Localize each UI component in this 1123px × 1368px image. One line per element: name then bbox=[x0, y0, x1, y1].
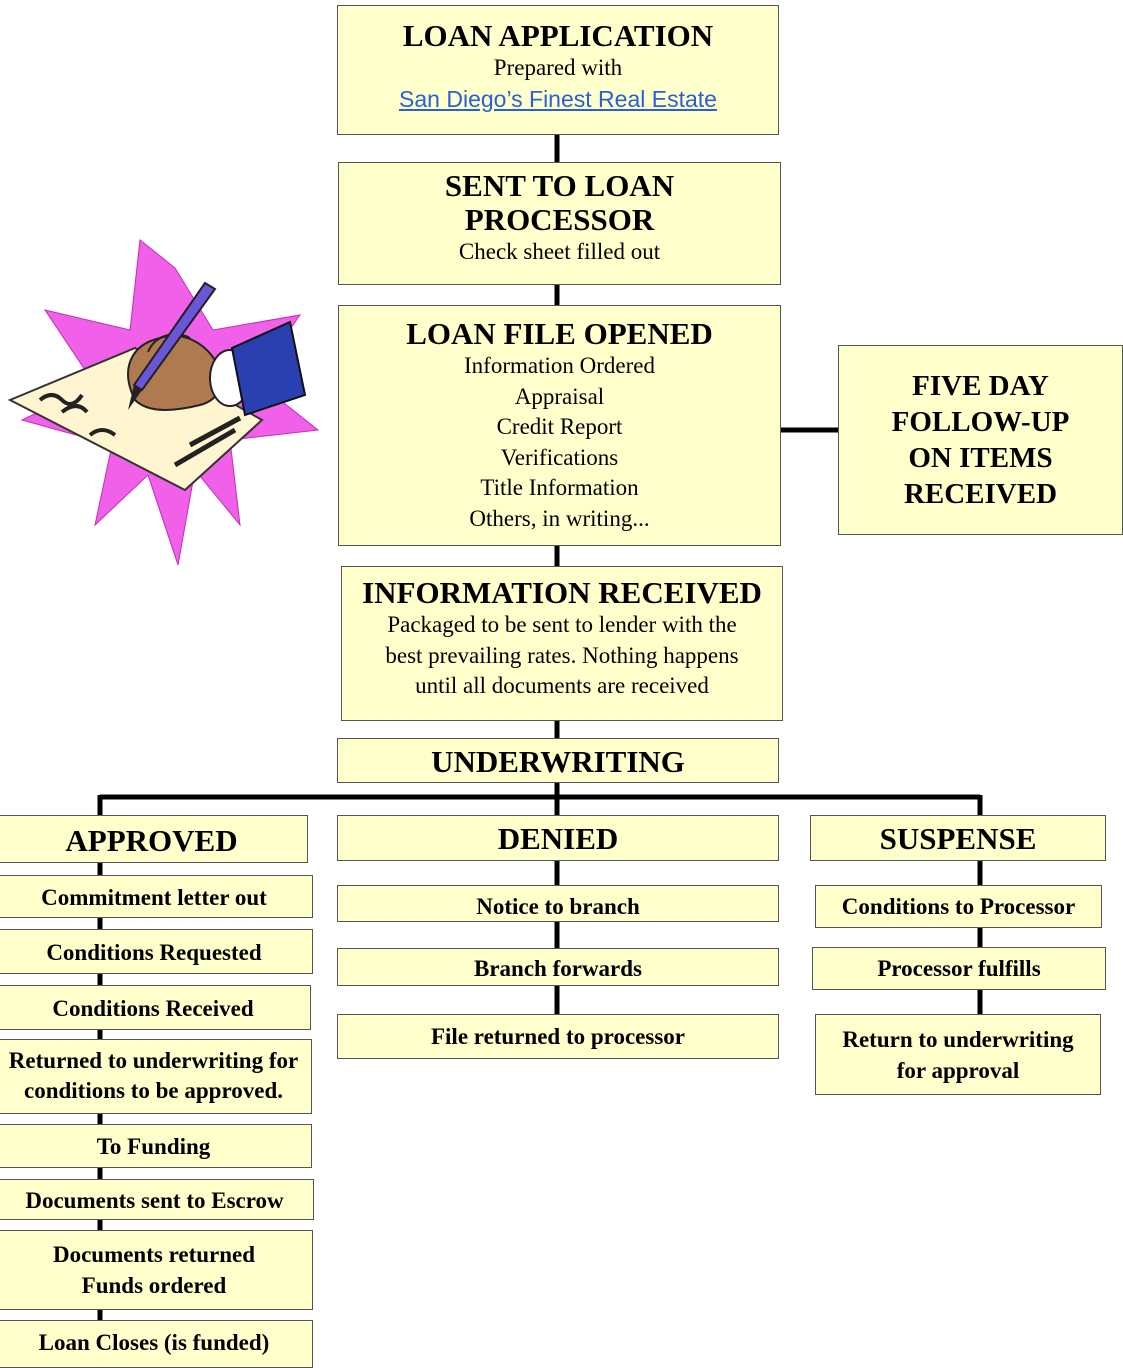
denied-box: DENIED bbox=[337, 815, 779, 861]
suspense-step-box: Processor fulfills bbox=[812, 947, 1106, 990]
underwriting-title: UNDERWRITING bbox=[431, 744, 685, 779]
approved-step-box: Conditions Received bbox=[0, 985, 311, 1030]
sent-to-processor-title-line1: SENT TO LOAN bbox=[444, 168, 675, 203]
suspense-step-box: Conditions to Processor bbox=[815, 885, 1102, 928]
follow-up-box: FIVE DAY FOLLOW-UP ON ITEMS RECEIVED bbox=[838, 345, 1123, 535]
approved-step-box: To Funding bbox=[0, 1124, 312, 1168]
denied-step-label: File returned to processor bbox=[430, 1024, 685, 1049]
approved-step-label: Documents returned bbox=[52, 1242, 256, 1267]
suspense-step-label: Conditions to Processor bbox=[841, 894, 1076, 919]
denied-title: DENIED bbox=[497, 821, 619, 856]
information-received-box: INFORMATION RECEIVED Packaged to be sent… bbox=[341, 566, 783, 721]
approved-step-label: Loan Closes (is funded) bbox=[38, 1330, 270, 1355]
approved-step-box: Commitment letter out bbox=[0, 875, 313, 918]
denied-step-label: Branch forwards bbox=[473, 956, 643, 981]
sent-to-processor-title-line2: PROCESSOR bbox=[464, 202, 655, 237]
approved-step-label: Conditions Received bbox=[52, 996, 254, 1021]
approved-step-box: Loan Closes (is funded) bbox=[0, 1320, 313, 1368]
loan-file-item: Information Ordered bbox=[464, 353, 655, 378]
suspense-step-box: Return to underwriting for approval bbox=[815, 1014, 1101, 1095]
underwriting-box: UNDERWRITING bbox=[337, 738, 779, 783]
follow-up-line: RECEIVED bbox=[903, 478, 1058, 510]
denied-step-box: Notice to branch bbox=[337, 885, 779, 922]
follow-up-line: FOLLOW-UP bbox=[891, 406, 1070, 438]
loan-file-item: Credit Report bbox=[496, 414, 623, 439]
information-received-title: INFORMATION RECEIVED bbox=[362, 575, 762, 610]
approved-step-label: conditions to be approved. bbox=[23, 1078, 283, 1103]
loan-file-opened-box: LOAN FILE OPENED Information Ordered App… bbox=[338, 305, 781, 546]
sent-to-processor-box: SENT TO LOAN PROCESSOR Check sheet fille… bbox=[338, 162, 781, 285]
loan-file-opened-title: LOAN FILE OPENED bbox=[406, 316, 713, 351]
follow-up-line: FIVE DAY bbox=[912, 370, 1049, 402]
information-received-line: Packaged to be sent to lender with the bbox=[387, 612, 737, 637]
approved-step-label: Documents sent to Escrow bbox=[25, 1188, 284, 1213]
document-shape bbox=[7, 346, 264, 492]
approved-step-label: Conditions Requested bbox=[46, 940, 262, 965]
suspense-title: SUSPENSE bbox=[879, 821, 1037, 856]
hand-signing-document-icon bbox=[7, 239, 320, 566]
loan-file-item: Others, in writing... bbox=[469, 505, 650, 531]
denied-step-label: Notice to branch bbox=[476, 894, 640, 919]
approved-step-label: To Funding bbox=[96, 1134, 211, 1159]
suspense-step-label: Return to underwriting bbox=[842, 1027, 1074, 1052]
suspense-step-label: for approval bbox=[896, 1058, 1020, 1083]
loan-file-item: Title Information bbox=[480, 475, 639, 500]
approved-step-box: Returned to underwriting for conditions … bbox=[0, 1039, 312, 1114]
follow-up-line: ON ITEMS bbox=[908, 442, 1053, 474]
information-received-line: best prevailing rates. Nothing happens bbox=[385, 642, 739, 668]
sleeve-shape bbox=[230, 320, 307, 417]
loan-file-item: Verifications bbox=[500, 444, 619, 470]
loan-application-title: LOAN APPLICATION bbox=[402, 18, 714, 53]
suspense-box: SUSPENSE bbox=[810, 815, 1106, 861]
denied-step-box: File returned to processor bbox=[337, 1014, 779, 1059]
denied-step-box: Branch forwards bbox=[337, 948, 779, 986]
suspense-step-label: Processor fulfills bbox=[877, 956, 1041, 981]
sent-to-processor-subtitle: Check sheet filled out bbox=[458, 239, 661, 264]
loan-file-item: Appraisal bbox=[514, 383, 605, 409]
real-estate-link[interactable]: San Diego’s Finest Real Estate bbox=[399, 85, 717, 112]
approved-title: APPROVED bbox=[65, 823, 238, 858]
approved-step-label: Returned to underwriting for bbox=[8, 1048, 299, 1073]
approved-step-box: Documents sent to Escrow bbox=[0, 1179, 314, 1220]
loan-application-box: LOAN APPLICATION Prepared with San Diego… bbox=[337, 5, 779, 135]
approved-box: APPROVED bbox=[0, 815, 308, 863]
information-received-line: until all documents are received bbox=[415, 673, 709, 698]
approved-step-label: Commitment letter out bbox=[41, 885, 267, 910]
approved-step-label: Funds ordered bbox=[81, 1273, 227, 1298]
approved-step-box: Conditions Requested bbox=[0, 929, 313, 974]
loan-application-subtitle: Prepared with bbox=[493, 55, 623, 80]
approved-step-box: Documents returned Funds ordered bbox=[0, 1230, 313, 1310]
